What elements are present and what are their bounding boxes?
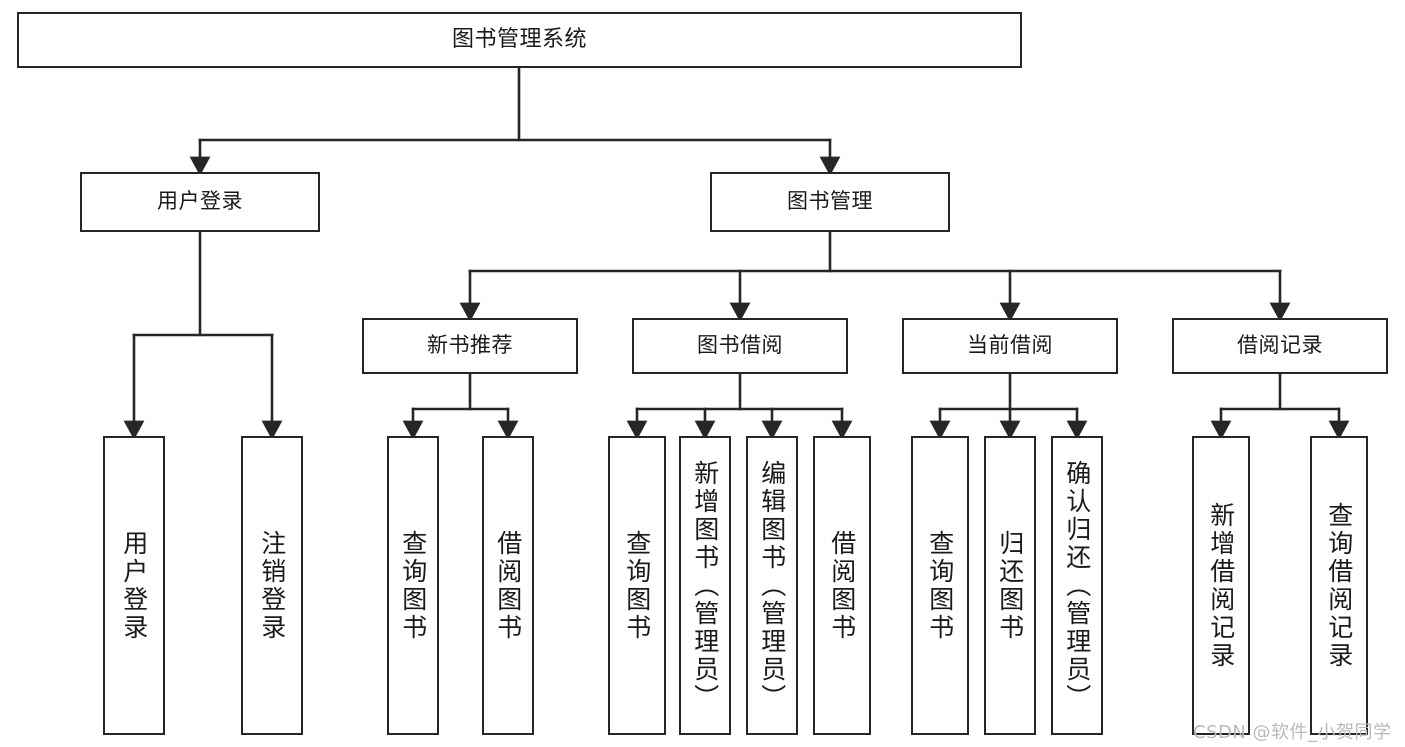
node-book-borrow[interactable]: 图书借阅 bbox=[632, 318, 848, 374]
leaf-logout-label: 注销登录 bbox=[257, 529, 287, 642]
leaf-search-book-borrow-label: 查询图书 bbox=[622, 529, 652, 642]
node-new-book-recommend-label: 新书推荐 bbox=[427, 333, 513, 358]
leaf-return-book[interactable]: 归还图书 bbox=[984, 436, 1036, 735]
node-user-login-label: 用户登录 bbox=[157, 189, 243, 214]
leaf-add-book-admin-label: 新增图书（管理员） bbox=[690, 459, 720, 712]
node-current-borrow[interactable]: 当前借阅 bbox=[902, 318, 1118, 374]
leaf-borrow-book-label: 借阅图书 bbox=[827, 529, 857, 642]
node-new-book-recommend[interactable]: 新书推荐 bbox=[362, 318, 578, 374]
leaf-search-book-recommend-label: 查询图书 bbox=[398, 529, 428, 642]
leaf-edit-book-admin-label: 编辑图书（管理员） bbox=[757, 459, 787, 712]
node-book-management[interactable]: 图书管理 bbox=[710, 172, 950, 232]
leaf-borrow-book-recommend[interactable]: 借阅图书 bbox=[482, 436, 534, 735]
node-user-login[interactable]: 用户登录 bbox=[80, 172, 320, 232]
leaf-logout[interactable]: 注销登录 bbox=[241, 436, 303, 735]
node-current-borrow-label: 当前借阅 bbox=[967, 333, 1053, 358]
node-borrow-record[interactable]: 借阅记录 bbox=[1172, 318, 1388, 374]
leaf-return-book-label: 归还图书 bbox=[995, 529, 1025, 642]
leaf-edit-book-admin[interactable]: 编辑图书（管理员） bbox=[746, 436, 798, 735]
leaf-user-login-label: 用户登录 bbox=[119, 529, 149, 642]
csdn-watermark: CSDN @软件_小贺同学 bbox=[1193, 722, 1392, 743]
leaf-add-book-admin[interactable]: 新增图书（管理员） bbox=[679, 436, 731, 735]
node-root-label: 图书管理系统 bbox=[451, 26, 587, 52]
leaf-add-borrow-record[interactable]: 新增借阅记录 bbox=[1192, 436, 1250, 735]
leaf-user-login[interactable]: 用户登录 bbox=[103, 436, 165, 735]
leaf-search-book-current-label: 查询图书 bbox=[925, 529, 955, 642]
node-root[interactable]: 图书管理系统 bbox=[17, 12, 1022, 68]
leaf-search-borrow-record-label: 查询借阅记录 bbox=[1324, 501, 1354, 670]
leaf-add-borrow-record-label: 新增借阅记录 bbox=[1206, 501, 1236, 670]
leaf-search-book-current[interactable]: 查询图书 bbox=[911, 436, 969, 735]
node-book-management-label: 图书管理 bbox=[787, 189, 873, 214]
node-borrow-record-label: 借阅记录 bbox=[1237, 333, 1323, 358]
leaf-borrow-book-recommend-label: 借阅图书 bbox=[493, 529, 523, 642]
leaf-search-borrow-record[interactable]: 查询借阅记录 bbox=[1310, 436, 1368, 735]
leaf-confirm-return-admin-label: 确认归还（管理员） bbox=[1062, 459, 1092, 712]
leaf-confirm-return-admin[interactable]: 确认归还（管理员） bbox=[1051, 436, 1103, 735]
leaf-search-book-borrow[interactable]: 查询图书 bbox=[608, 436, 666, 735]
leaf-search-book-recommend[interactable]: 查询图书 bbox=[387, 436, 439, 735]
node-book-borrow-label: 图书借阅 bbox=[697, 333, 783, 358]
leaf-borrow-book[interactable]: 借阅图书 bbox=[813, 436, 871, 735]
